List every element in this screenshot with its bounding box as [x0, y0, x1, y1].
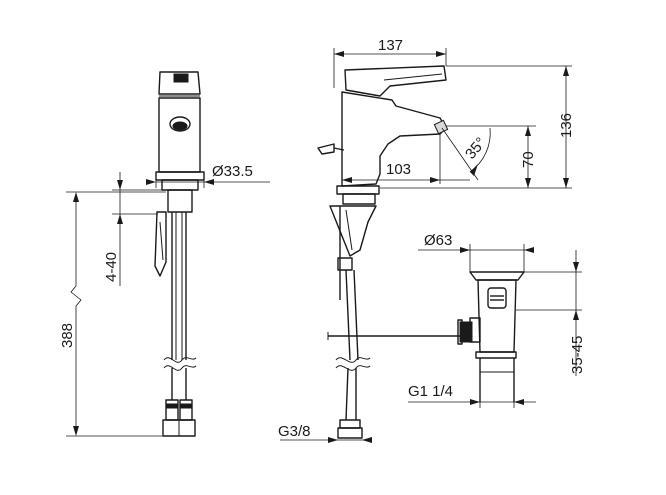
dim-spout-reach-label: 103 — [386, 161, 411, 178]
dim-spout-height-arrow-bottom — [525, 178, 531, 188]
dim-waste-diameter-label: Ø63 — [424, 232, 452, 249]
dim-height136-arrow-bottom — [563, 178, 569, 188]
front-fitting-left — [165, 399, 179, 421]
waste-body — [477, 279, 517, 353]
side-aerator — [433, 119, 449, 135]
side-rod-clamp — [337, 257, 353, 271]
dim-waste-thread-label: G1 1/4 — [408, 383, 453, 400]
dim-height-arrow-top — [73, 192, 79, 202]
side-fitting-nut — [337, 427, 363, 439]
dim-total-height-label: 388 — [59, 323, 76, 348]
dim-waste-range-arrow-bottom — [573, 310, 579, 320]
dim-reach-arrow-left — [334, 51, 344, 57]
waste-lower-ring — [475, 351, 517, 359]
front-body — [158, 97, 201, 173]
dim-hose-thread-arrow-right — [362, 437, 372, 443]
dim-deck-arrow-bottom — [117, 214, 123, 224]
waste-side-nut-edge — [457, 319, 463, 345]
dim-spout-height-arrow-top — [525, 126, 531, 136]
side-break-bottom — [335, 365, 371, 371]
dim-deck-thickness-label: 4-40 — [103, 252, 120, 282]
dim-angle-label: 35° — [462, 134, 490, 162]
side-hose-left-lower — [345, 367, 349, 421]
front-base-ring — [161, 179, 199, 191]
side-base-ring — [342, 193, 376, 205]
waste-flange — [469, 271, 525, 281]
dim-reach-arrow-right — [436, 51, 446, 57]
dim-height-label: 136 — [558, 113, 575, 138]
front-bracket-detail — [159, 221, 164, 261]
front-handle-mark — [173, 73, 189, 83]
waste-plug-window — [487, 287, 507, 309]
side-bracket-detail — [345, 209, 353, 251]
side-popup-link — [333, 147, 345, 151]
front-fitting-right — [179, 399, 193, 421]
side-hose-right — [353, 269, 359, 361]
front-base — [155, 171, 205, 181]
waste-view: Ø63 35-45 G1 1/4 — [408, 232, 586, 408]
side-break-top — [335, 357, 371, 363]
dim-waste-diameter-arrow-right — [524, 247, 534, 253]
dim-height-line — [70, 194, 82, 434]
dim-waste-thread-arrow-right — [514, 399, 524, 405]
dim-waste-thread-arrow-left — [470, 399, 480, 405]
side-bracket — [329, 205, 377, 257]
dim-hose-thread-arrow-left — [328, 437, 338, 443]
dim-deck-arrow-top — [117, 180, 123, 190]
dim-waste-diameter-arrow-left — [460, 247, 470, 253]
front-aerator — [169, 116, 191, 132]
dim-spout-diameter-label: Ø33.5 — [212, 163, 253, 180]
front-view: Ø33.5 388 4-40 — [59, 71, 270, 437]
front-break-top — [163, 357, 197, 363]
side-handle — [344, 65, 447, 97]
front-aerator-outlet — [172, 121, 188, 131]
dim-waste-range-label: 35-45 — [569, 336, 586, 374]
side-popup-knob — [317, 143, 335, 155]
side-fitting-top — [339, 419, 361, 429]
front-fitting-threads — [165, 403, 193, 409]
front-handle — [158, 71, 201, 95]
dim-angle-arrow — [470, 164, 478, 176]
side-base — [336, 185, 380, 195]
dim-spout-height-label: 70 — [520, 151, 537, 168]
front-shank — [167, 189, 193, 213]
dim-diameter-arrow-left — [146, 179, 156, 185]
dim-hose-thread-label: G3/8 — [278, 423, 311, 440]
side-body — [341, 91, 447, 187]
front-break-bottom — [163, 365, 197, 371]
front-bracket — [154, 211, 167, 277]
dim-height-arrow-bottom — [73, 426, 79, 436]
dim-diameter-arrow-right — [204, 179, 214, 185]
dim-spout-reach-arrow-left — [342, 177, 352, 183]
side-hose-left — [345, 269, 351, 361]
dim-reach-label: 137 — [378, 37, 403, 54]
side-handle-edge — [383, 73, 443, 81]
dim-height136-arrow-top — [563, 66, 569, 76]
dim-waste-range-arrow-top — [573, 262, 579, 272]
dim-spout-reach-arrow-right — [430, 177, 440, 183]
waste-side-nut — [459, 321, 473, 343]
